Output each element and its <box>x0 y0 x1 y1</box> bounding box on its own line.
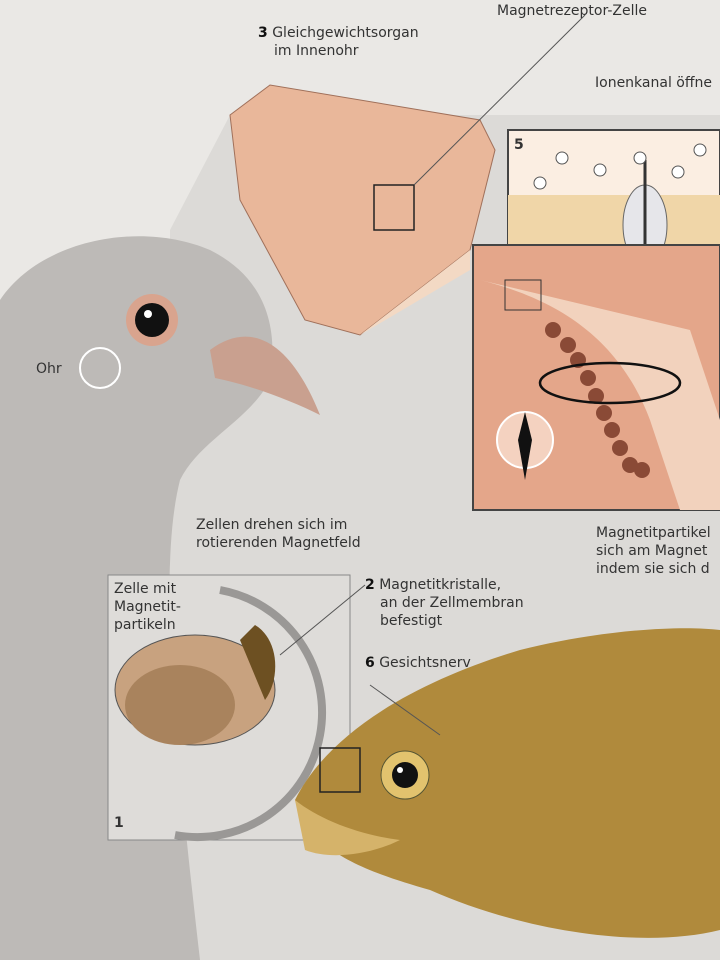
label-ohr: Ohr <box>36 361 62 377</box>
label-text: Magnetitkristalle, <box>379 577 502 593</box>
label-text: partikeln <box>114 617 176 633</box>
label-magnetitkristalle: 2 Magnetitkristalle, an der Zellmembran be… <box>365 576 524 630</box>
label-text: sich am Magnet <box>596 543 708 559</box>
label-magnetrezeptor: Magnetrezeptor-Zelle <box>497 3 647 19</box>
label-number: 2 <box>365 577 375 593</box>
panel-1-number: 1 <box>114 815 124 831</box>
label-text: Magnetitpartikel <box>596 525 711 541</box>
label-text: befestigt <box>380 613 443 629</box>
label-number: 3 <box>258 25 268 41</box>
label-text: im Innenohr <box>274 43 359 59</box>
label-ionenkanal: Ionenkanal öffne <box>595 75 712 91</box>
label-text: Zellen drehen sich im <box>196 517 348 533</box>
label-gesichtsnerv: 6 Gesichtsnerv <box>365 654 471 672</box>
fish <box>295 628 720 938</box>
label-number: 6 <box>365 655 375 671</box>
label-text: Magnetit- <box>114 599 181 615</box>
label-zellen-drehen: Zellen drehen sich im rotierenden Magnetf… <box>196 516 361 552</box>
ear-marker <box>79 347 121 389</box>
label-text: Gleichgewichtsorgan <box>272 25 419 41</box>
label-text: Gesichtsnerv <box>379 655 471 671</box>
label-text: Zelle mit <box>114 581 177 597</box>
pigeon-beak <box>210 336 320 415</box>
label-magnetitpartikel: Magnetitpartikel sich am Magnet indem sie … <box>596 524 711 578</box>
label-gleichgewichtsorgan: 3 Gleichgewichtsorgan im Innenohr <box>258 24 419 60</box>
label-text: an der Zellmembran <box>380 595 524 611</box>
label-text: indem sie sich d <box>596 561 710 577</box>
panel-5-number: 5 <box>514 137 524 153</box>
label-text: rotierenden Magnetfeld <box>196 535 361 551</box>
